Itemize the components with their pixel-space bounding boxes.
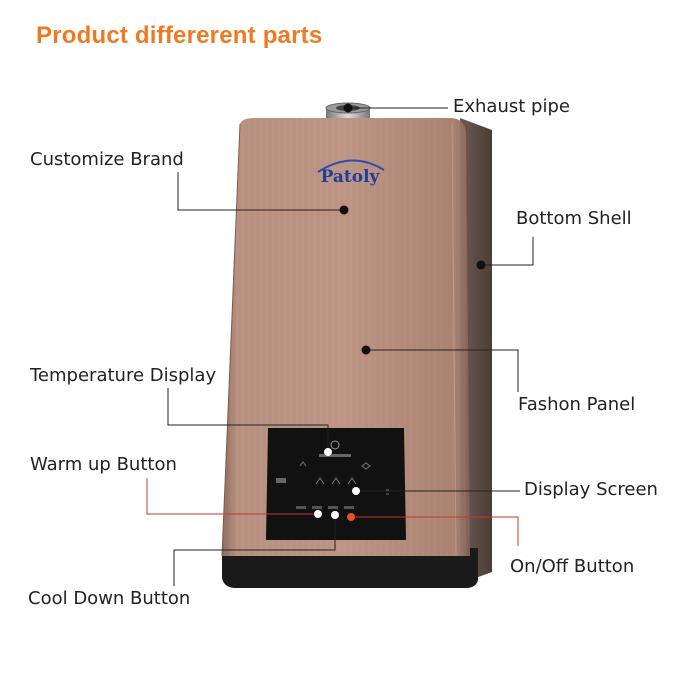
label-fashon-panel: Fashon Panel [518, 394, 636, 415]
label-cool-down-button: Cool Down Button [28, 588, 191, 609]
leader-fashon-panel [366, 349, 519, 392]
leader-temperature-display [167, 388, 329, 452]
label-temperature-display: Temperature Display [30, 365, 217, 386]
dot-fashon-panel [361, 345, 371, 355]
dot-customize-brand [339, 205, 349, 215]
label-exhaust-pipe: Exhaust pipe [453, 96, 570, 117]
brand-logo-text: Patoly [321, 167, 381, 187]
leader-customize-brand [177, 172, 344, 211]
page-title: Product differerent parts [36, 22, 323, 49]
label-customize-brand: Customize Brand [30, 149, 184, 170]
brand-logo: Patoly [317, 159, 385, 187]
label-on-off-button: On/Off Button [510, 556, 635, 577]
bottom-base [222, 548, 478, 588]
dot-on-off-button [347, 513, 355, 521]
control-panel-markings [299, 461, 389, 495]
label-warm-up-button: Warm up Button [30, 454, 177, 475]
dot-warm-up-button [314, 510, 322, 518]
leader-cool-down-button [173, 515, 336, 586]
label-display-screen: Display Screen [524, 479, 658, 500]
leader-on-off-button [351, 516, 519, 546]
dot-temperature-display [324, 448, 332, 456]
label-bottom-shell: Bottom Shell [516, 208, 632, 229]
dot-bottom-shell [476, 260, 486, 270]
dot-display-screen [352, 487, 360, 495]
leader-bottom-shell [481, 237, 534, 266]
dot-exhaust-pipe [343, 103, 353, 113]
leader-lines [146, 107, 534, 586]
control-panel [266, 428, 406, 540]
leader-warm-up-button [146, 478, 318, 515]
dot-cool-down-button [331, 511, 339, 519]
callout-dots [314, 103, 486, 521]
